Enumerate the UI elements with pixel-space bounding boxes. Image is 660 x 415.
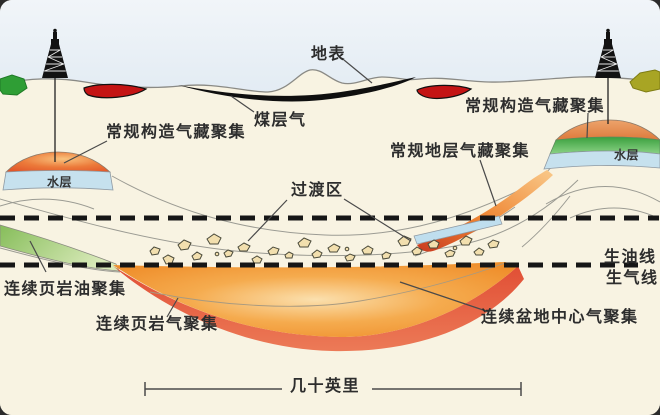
label-conv-structural-left: 常规构造气藏聚集 [106,122,247,141]
leader-stratigraphic [479,159,497,207]
strata-line [0,179,579,257]
label-water-layer-left: 水层 [47,175,73,189]
label-gas-generation-line: 生气线 [606,268,659,287]
gas-lens-right [416,84,473,99]
label-water-layer-right: 水层 [614,148,640,162]
leader-shale-oil [29,240,47,273]
basin-center-gas-band [113,262,518,337]
basin-internal-stratum [149,262,506,307]
label-continuous-basin-center-gas: 连续盆地中心气聚集 [481,307,639,326]
vegetation-patch-right [629,69,660,93]
label-surface: 地表 [311,44,347,63]
shale-oil-band [0,224,120,272]
leader-surface [343,59,373,84]
label-conv-stratigraphic: 常规地层气藏聚集 [390,141,531,160]
label-conv-structural-right: 常规构造气藏聚集 [465,96,606,115]
gas-lens-left [83,83,148,99]
leader-coalbed-gas [230,95,255,113]
strata-line [521,195,571,248]
wedge-water-stripe [413,215,503,245]
strata-line [0,198,95,210]
basin-center-gas-rim [113,266,524,352]
leader-structural-right [586,112,589,139]
coal-seam [178,77,416,102]
leader-transition-right [343,198,412,242]
scale-bar [144,382,522,396]
structural-gas-cap-left [5,151,112,173]
leader-basin-center [399,281,490,313]
strata-line [545,186,660,205]
transition-zone-fragments [149,233,500,265]
water-layer-band-left [2,170,114,191]
label-continuous-shale-gas: 连续页岩气聚集 [96,314,219,333]
vegetation-patch-left [0,74,28,96]
leader-lines [29,59,589,318]
oil-derrick-left-icon [42,28,68,78]
label-coalbed-gas: 煤层气 [254,110,307,129]
strata-line [569,207,659,219]
strata-line [0,247,121,273]
oil-derrick-right-icon [595,28,621,78]
ground [0,69,660,415]
leader-shale-gas [166,297,179,318]
label-transition-zone: 过渡区 [291,180,344,199]
label-scale-bar: 几十英里 [290,376,361,395]
label-continuous-shale-oil: 连续页岩油聚集 [4,279,127,298]
leader-structural-left [63,140,108,164]
water-layer-band-right [543,150,660,170]
label-oil-generation-line: 生油线 [604,247,657,266]
leader-transition-left [247,199,288,242]
structural-gas-cap-right [555,119,660,141]
